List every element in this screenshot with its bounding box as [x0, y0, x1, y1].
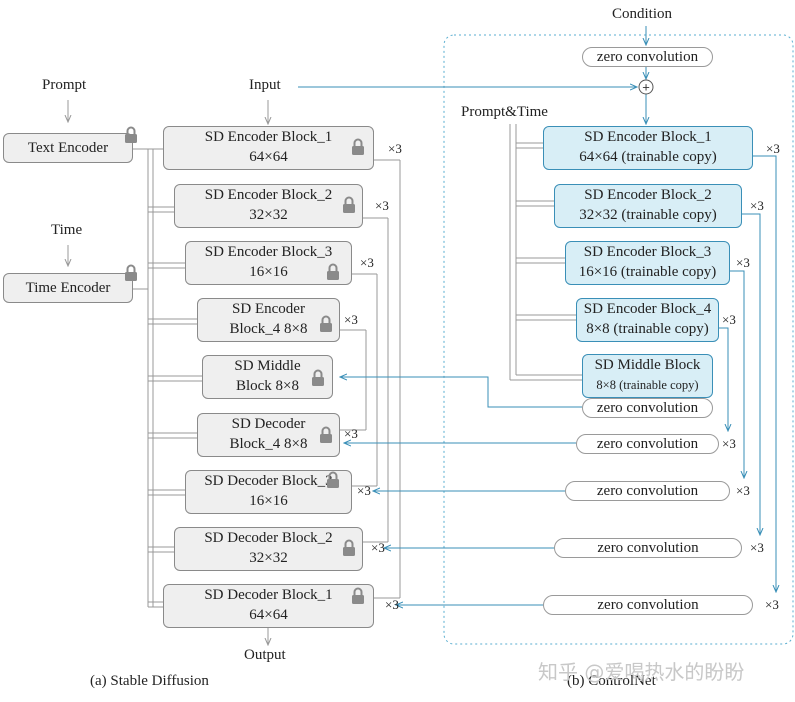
lock-icon — [320, 426, 332, 443]
multiplier: ×3 — [736, 483, 750, 498]
cn-encoder-block-2: SD Encoder Block_2 32×32 (trainable copy… — [554, 184, 742, 228]
time-encoder-label: Time Encoder — [25, 280, 111, 296]
lock-icon — [343, 539, 355, 556]
multiplier: ×3 — [371, 540, 385, 555]
block-subtitle: Block_4 8×8 — [229, 436, 308, 452]
lock-icon — [327, 471, 339, 488]
text-encoder-box: Text Encoder — [3, 133, 133, 163]
cn-middle-block: SD Middle Block 8×8 (trainable copy) — [582, 354, 713, 398]
block-subtitle: 32×32 — [249, 207, 288, 223]
label-prompt-time: Prompt&Time — [461, 104, 548, 120]
multiplier: ×3 — [722, 312, 736, 327]
lock-icon — [320, 315, 332, 332]
caption-controlnet: (b) ControlNet — [567, 673, 656, 689]
label-prompt: Prompt — [42, 77, 87, 93]
block-title: SD Encoder Block_3 — [583, 244, 712, 260]
block-title: SD Decoder Block_1 — [204, 587, 333, 603]
multiplier: ×3 — [388, 141, 402, 156]
multiplier: ×3 — [375, 198, 389, 213]
zero-convolution-middle: zero convolution — [582, 398, 713, 418]
add-symbol: + — [642, 80, 650, 95]
multiplier: ×3 — [344, 426, 358, 441]
multiplier: ×3 — [750, 540, 764, 555]
cn-encoder-block-3: SD Encoder Block_3 16×16 (trainable copy… — [565, 241, 730, 285]
sd-middle-block: SD Middle Block 8×8 — [202, 355, 333, 399]
block-subtitle: 32×32 — [249, 550, 288, 566]
zero-convolution-condition: zero convolution — [582, 47, 713, 67]
label-output: Output — [244, 647, 286, 663]
block-subtitle: 16×16 — [249, 264, 288, 280]
multiplier: ×3 — [357, 483, 371, 498]
sd-encoder-block-3: SD Encoder Block_3 16×16 — [185, 241, 352, 285]
multiplier: ×3 — [360, 255, 374, 270]
lock-icon — [327, 263, 339, 280]
label-condition: Condition — [612, 6, 673, 22]
zero-convolution-1: zero convolution — [543, 595, 753, 615]
block-title: SD Decoder Block_3 — [204, 473, 333, 489]
label-time: Time — [51, 222, 83, 238]
multiplier: ×3 — [722, 436, 736, 451]
sd-decoder-block-3: SD Decoder Block_3 16×16 — [185, 470, 352, 514]
block-subtitle: 8×8 (trainable copy) — [596, 378, 699, 392]
zero-convolution-3: zero convolution — [565, 481, 730, 501]
sd-encoder-block-1: SD Encoder Block_1 64×64 — [163, 126, 374, 170]
add-node — [638, 79, 654, 95]
block-subtitle: 8×8 (trainable copy) — [586, 321, 709, 337]
block-subtitle: 32×32 (trainable copy) — [579, 207, 717, 223]
multiplier: ×3 — [736, 255, 750, 270]
block-subtitle: Block 8×8 — [235, 378, 300, 394]
block-title: SD Encoder Block_1 — [204, 129, 333, 145]
block-subtitle: 64×64 — [249, 149, 288, 165]
multiplier: ×3 — [385, 597, 399, 612]
multiplier: ×3 — [750, 198, 764, 213]
block-title: SD Middle Block — [594, 357, 701, 373]
block-title: SD Encoder Block_1 — [584, 129, 712, 145]
block-title: SD Encoder Block_3 — [204, 244, 333, 260]
lock-icon — [312, 369, 324, 386]
multiplier: ×3 — [344, 312, 358, 327]
block-title: SD Decoder Block_2 — [204, 530, 333, 546]
block-title: SD Encoder Block_2 — [584, 187, 712, 203]
cn-encoder-block-1: SD Encoder Block_1 64×64 (trainable copy… — [543, 126, 753, 170]
cn-encoder-block-4: SD Encoder Block_4 8×8 (trainable copy) — [576, 298, 719, 342]
block-subtitle: 16×16 (trainable copy) — [578, 264, 717, 280]
time-encoder-box: Time Encoder — [3, 273, 133, 303]
block-subtitle: 16×16 — [249, 493, 288, 509]
label-input: Input — [249, 77, 281, 93]
multiplier: ×3 — [766, 141, 780, 156]
block-title: SD Encoder Block_2 — [204, 187, 333, 203]
text-encoder-label: Text Encoder — [27, 140, 109, 156]
block-title: SD Encoder — [232, 301, 305, 317]
watermark: 知乎 @爱喝热水的盼盼 — [538, 660, 745, 684]
multiplier: ×3 — [765, 597, 779, 612]
lock-icon — [352, 587, 364, 604]
sd-encoder-block-4: SD Encoder Block_4 8×8 — [197, 298, 340, 342]
sd-decoder-block-4: SD Decoder Block_4 8×8 — [197, 413, 340, 457]
block-subtitle: 64×64 (trainable copy) — [579, 149, 717, 165]
lock-icon — [125, 264, 137, 281]
block-title: SD Encoder Block_4 — [583, 301, 712, 317]
block-title: SD Decoder — [231, 416, 306, 432]
caption-stable-diffusion: (a) Stable Diffusion — [90, 673, 209, 689]
block-subtitle: Block_4 8×8 — [229, 321, 308, 337]
sd-decoder-block-1: SD Decoder Block_1 64×64 — [163, 584, 374, 628]
zero-convolution-2: zero convolution — [554, 538, 742, 558]
block-title: SD Middle — [234, 358, 301, 374]
lock-icon — [125, 126, 137, 143]
zero-convolution-4: zero convolution — [576, 434, 719, 454]
lock-icon — [352, 138, 364, 155]
sd-encoder-block-2: SD Encoder Block_2 32×32 — [174, 184, 363, 228]
lock-icon — [343, 196, 355, 213]
sd-decoder-block-2: SD Decoder Block_2 32×32 — [174, 527, 363, 571]
block-subtitle: 64×64 — [249, 607, 288, 623]
